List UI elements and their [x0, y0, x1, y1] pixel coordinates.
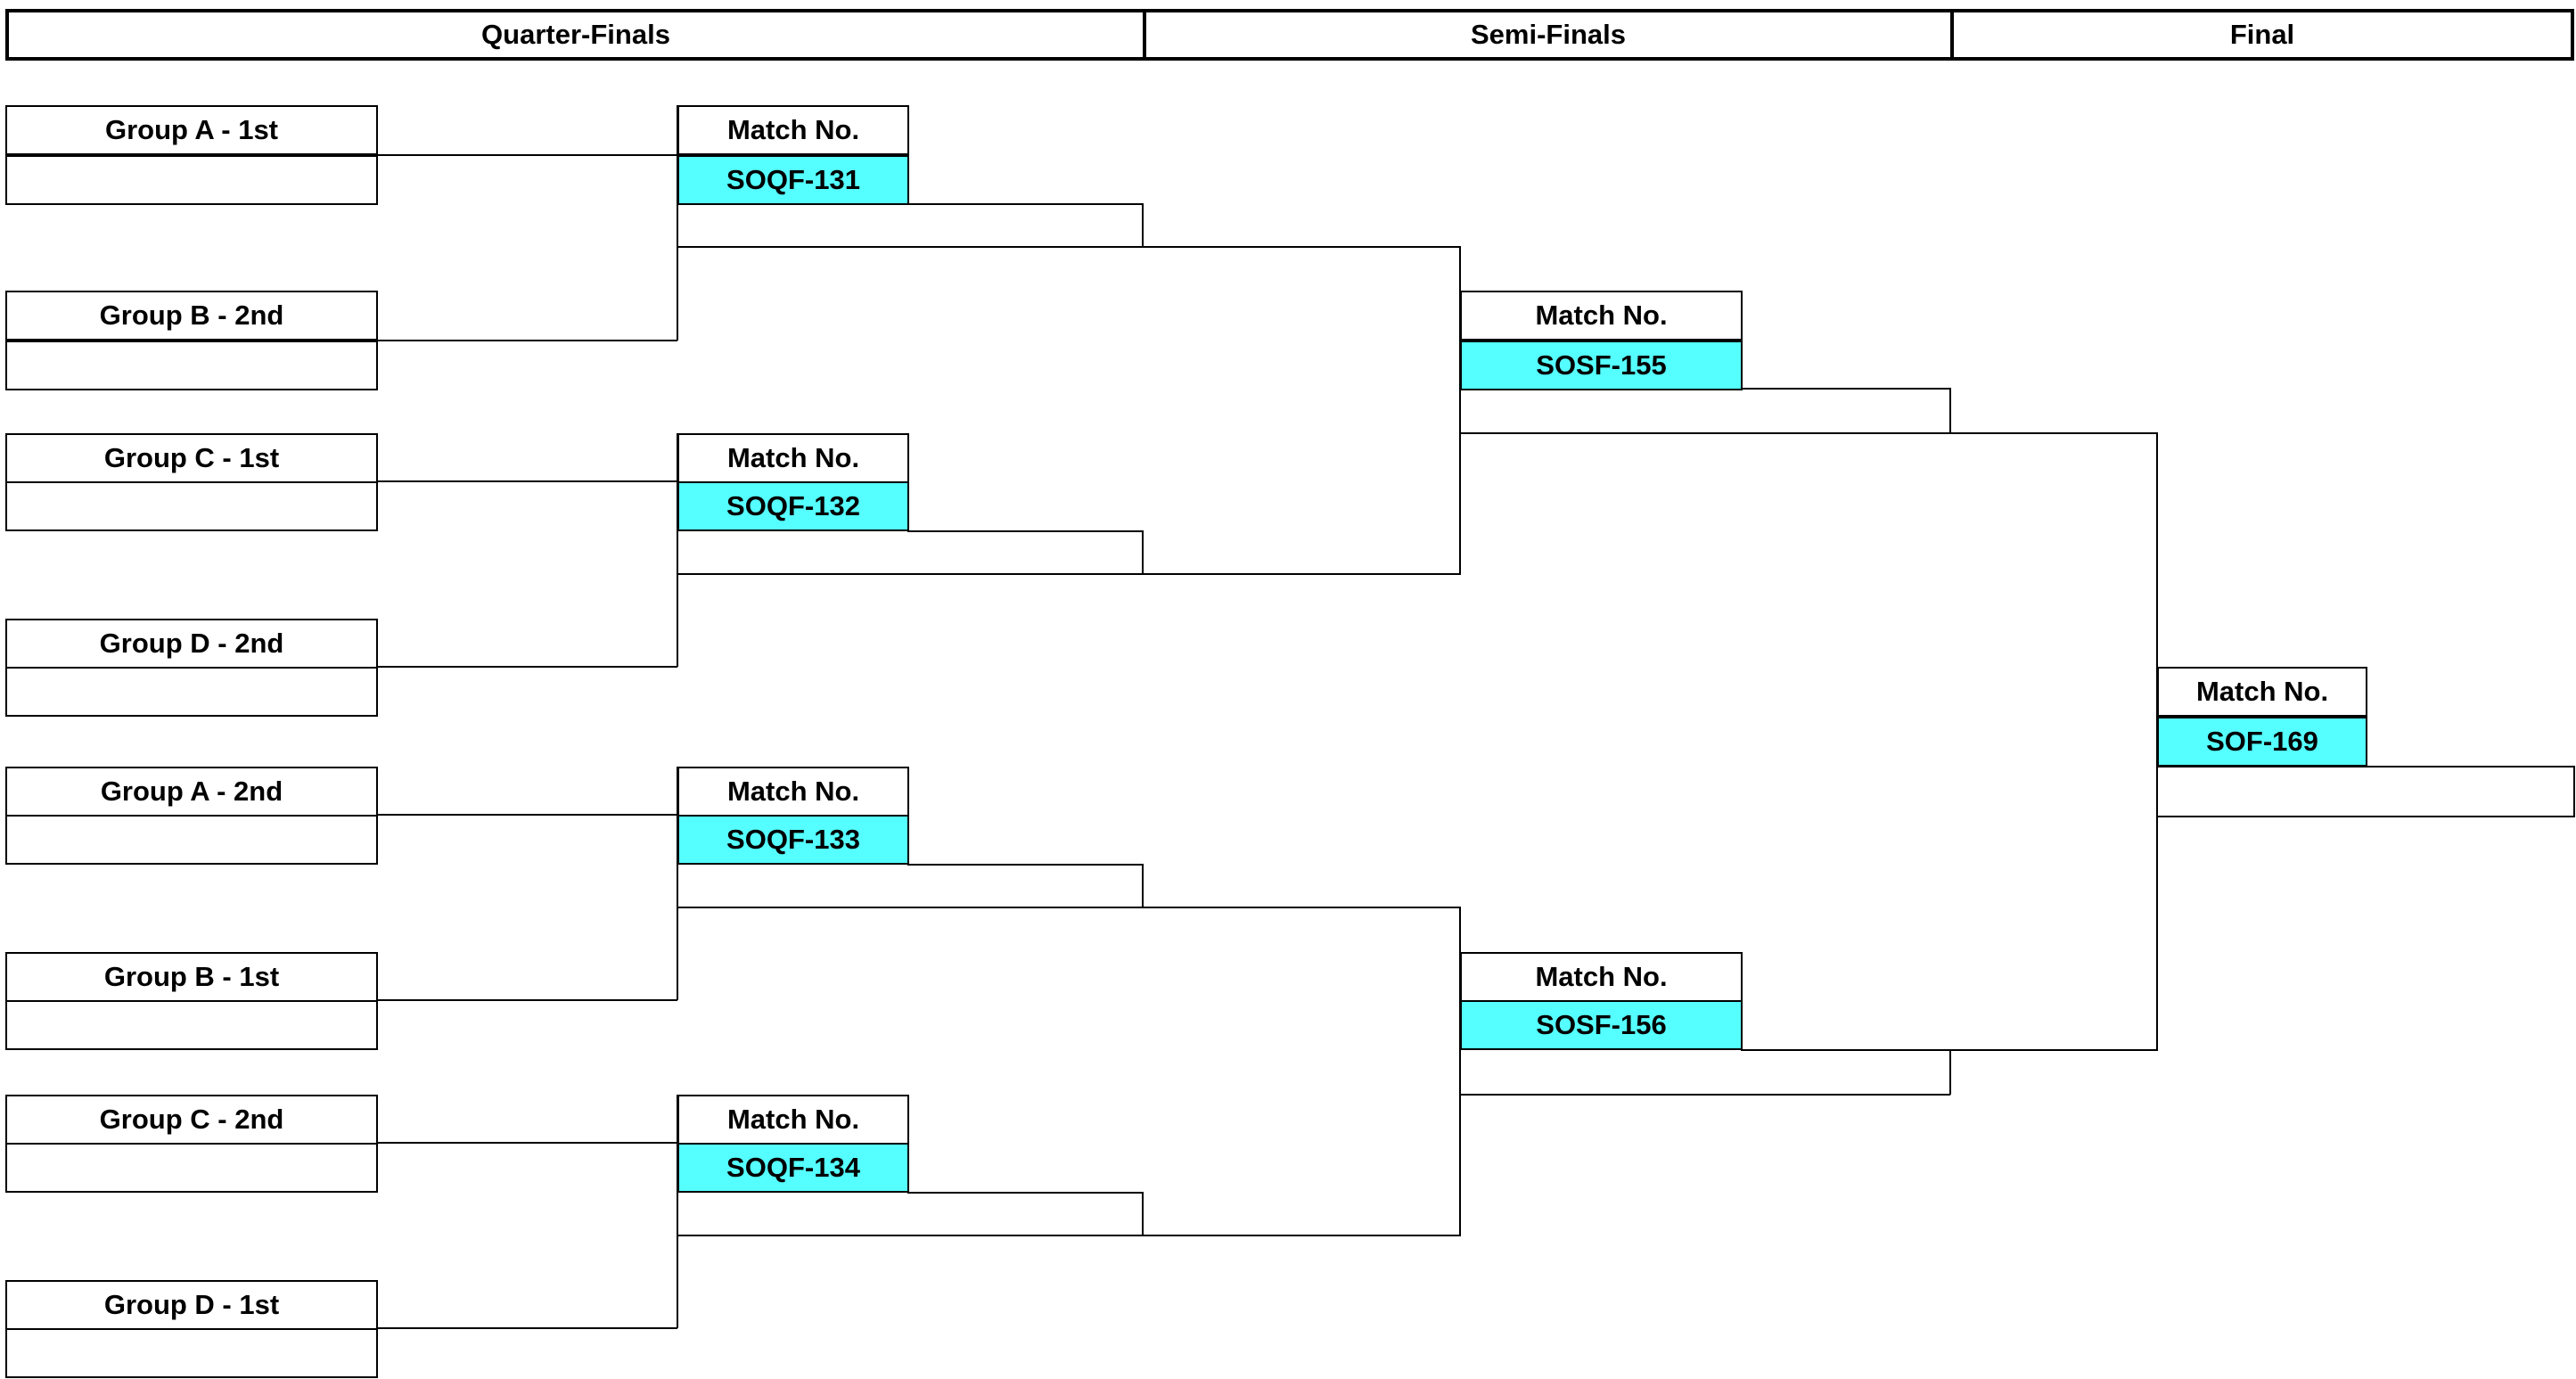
match-number-label: Match No. [677, 767, 909, 817]
team-slot-label: Group B - 1st [5, 952, 378, 1002]
header-quarter-finals: Quarter-Finals [5, 9, 1146, 61]
team-slot-entry[interactable] [5, 155, 378, 205]
team-slot-label: Group A - 1st [5, 105, 378, 155]
team-slot-label: Group C - 1st [5, 433, 378, 483]
team-slot-entry[interactable] [5, 1143, 378, 1193]
match-code-qf3: SOQF-133 [677, 815, 909, 865]
team-slot-entry[interactable] [5, 1000, 378, 1050]
match-number-label: Match No. [677, 1095, 909, 1145]
team-slot-label: Group D - 1st [5, 1280, 378, 1330]
match-code-qf4: SOQF-134 [677, 1143, 909, 1193]
team-slot-label: Group B - 2nd [5, 291, 378, 341]
header-semi-finals: Semi-Finals [1143, 9, 1954, 61]
match-number-label: Match No. [1460, 291, 1743, 341]
team-slot-label: Group A - 2nd [5, 767, 378, 817]
match-code-sf1: SOSF-155 [1460, 341, 1743, 390]
match-number-label: Match No. [1460, 952, 1743, 1002]
match-number-label: Match No. [2157, 667, 2367, 717]
team-slot-entry[interactable] [5, 667, 378, 717]
team-slot-entry[interactable] [5, 1328, 378, 1378]
match-number-label: Match No. [677, 433, 909, 483]
team-slot-entry[interactable] [5, 481, 378, 531]
team-slot-label: Group D - 2nd [5, 619, 378, 669]
team-slot-label: Group C - 2nd [5, 1095, 378, 1145]
team-slot-entry[interactable] [5, 341, 378, 390]
match-code-sf2: SOSF-156 [1460, 1000, 1743, 1050]
match-code-qf2: SOQF-132 [677, 481, 909, 531]
match-number-label: Match No. [677, 105, 909, 155]
match-code-final: SOF-169 [2157, 717, 2367, 767]
match-code-qf1: SOQF-131 [677, 155, 909, 205]
header-final: Final [1950, 9, 2574, 61]
team-slot-entry[interactable] [5, 815, 378, 865]
